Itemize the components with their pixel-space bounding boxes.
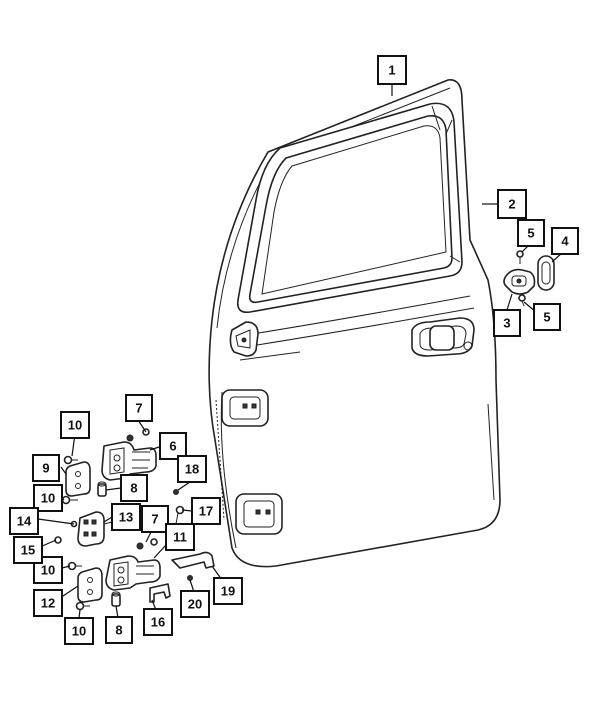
callout-label: 19 [221, 584, 235, 599]
callout-8-upper: 8 [120, 474, 148, 502]
callout-19: 19 [213, 577, 243, 605]
callout-14: 14 [9, 507, 39, 535]
callout-2: 2 [497, 189, 527, 219]
callout-13: 13 [111, 503, 141, 531]
lower-hinge-plate [77, 567, 103, 603]
callout-label: 4 [561, 234, 569, 249]
lower-hinge-pocket [235, 493, 283, 535]
callout-3: 3 [493, 309, 521, 337]
hinge-bushing-upper [97, 481, 107, 497]
callout-label: 10 [41, 491, 55, 506]
door-check-arm [171, 551, 215, 569]
callout-label: 7 [135, 401, 142, 416]
callout-9: 9 [32, 454, 60, 482]
callout-label: 18 [185, 462, 199, 477]
callout-8-lower: 8 [105, 616, 133, 644]
callout-11: 11 [165, 523, 195, 551]
callout-20: 20 [180, 590, 210, 618]
callout-6: 6 [159, 432, 187, 460]
upper-hinge-pocket [221, 389, 269, 427]
callout-5-upper: 5 [517, 219, 545, 247]
window-frame [236, 102, 463, 314]
callout-label: 12 [41, 596, 55, 611]
striker-assembly [503, 268, 536, 295]
screw-upper-left [63, 455, 78, 465]
striker-bolt-lower [518, 294, 526, 307]
callout-1: 1 [377, 55, 407, 85]
small-screw-20 [187, 575, 193, 581]
callout-label: 9 [42, 461, 49, 476]
callout-16: 16 [143, 608, 173, 636]
callout-label: 20 [188, 597, 202, 612]
callout-label: 2 [508, 197, 515, 212]
callout-17: 17 [191, 497, 221, 525]
striker-shim [537, 255, 555, 291]
callout-18: 18 [177, 455, 207, 483]
callout-label: 5 [527, 226, 534, 241]
callout-label: 6 [169, 439, 176, 454]
callout-label: 3 [503, 316, 510, 331]
handle-recess [411, 317, 475, 357]
small-screw-18 [173, 489, 179, 495]
callout-7-upper: 7 [125, 394, 153, 422]
callout-label: 1 [388, 63, 395, 78]
hinge-bushing-lower [111, 591, 121, 607]
lower-hinge [105, 555, 161, 591]
hinge-bolt-upper [126, 428, 150, 442]
callout-10-mid: 10 [33, 484, 63, 512]
callout-label: 10 [41, 563, 55, 578]
screw-bottom-left [75, 601, 90, 611]
callout-label: 11 [173, 530, 187, 545]
callout-label: 8 [130, 481, 137, 496]
callout-label: 8 [115, 623, 122, 638]
upper-hinge [101, 441, 157, 481]
callout-label: 17 [199, 504, 213, 519]
screw-mid-left [61, 495, 78, 505]
door-check-strap [70, 511, 113, 547]
callout-label: 7 [151, 512, 158, 527]
hinge-bolt-lower [136, 538, 158, 550]
hinge-side-seam [215, 399, 225, 521]
callout-label: 13 [119, 510, 133, 525]
callout-10-bottom: 10 [64, 617, 94, 645]
callout-label: 10 [72, 624, 86, 639]
callout-10-top: 10 [60, 411, 90, 439]
callout-label: 5 [543, 310, 550, 325]
callout-15: 15 [13, 536, 43, 564]
callout-4: 4 [551, 227, 579, 255]
callout-label: 15 [21, 543, 35, 558]
striker-bolt-upper [516, 250, 524, 264]
hinge-plate [65, 461, 91, 497]
callout-5-lower: 5 [533, 303, 561, 331]
callout-12: 12 [33, 589, 63, 617]
hinge-bracket [149, 583, 171, 603]
screw-lower-left [67, 561, 82, 571]
mirror-mount [229, 321, 259, 357]
callout-label: 10 [68, 418, 82, 433]
callout-7-lower: 7 [141, 505, 169, 533]
callout-label: 14 [17, 514, 32, 529]
callout-label: 16 [151, 615, 165, 630]
